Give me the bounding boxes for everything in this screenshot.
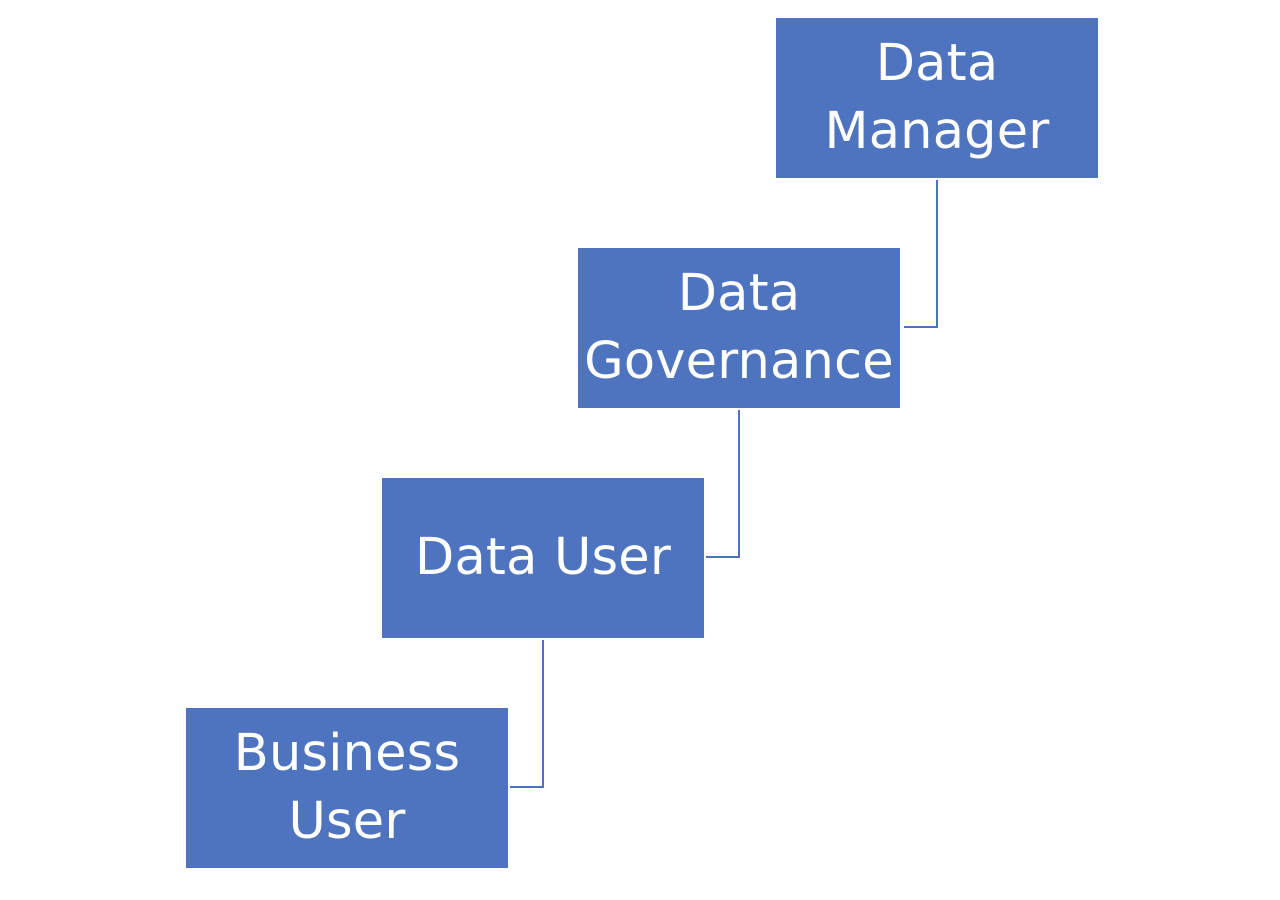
data-governance-box[interactable]: Data Governance bbox=[578, 248, 900, 408]
data-governance-label: Data Governance bbox=[584, 264, 894, 391]
connector-governance-datauser bbox=[706, 410, 740, 558]
connector-manager-governance bbox=[904, 180, 938, 328]
data-manager-box[interactable]: Data Manager bbox=[776, 18, 1098, 178]
business-user-box[interactable]: Business User bbox=[186, 708, 508, 868]
connector-datauser-business bbox=[510, 640, 544, 788]
business-user-label: Business User bbox=[233, 724, 461, 851]
data-user-label: Data User bbox=[414, 528, 672, 587]
data-user-box[interactable]: Data User bbox=[382, 478, 704, 638]
data-manager-label: Data Manager bbox=[824, 34, 1050, 161]
